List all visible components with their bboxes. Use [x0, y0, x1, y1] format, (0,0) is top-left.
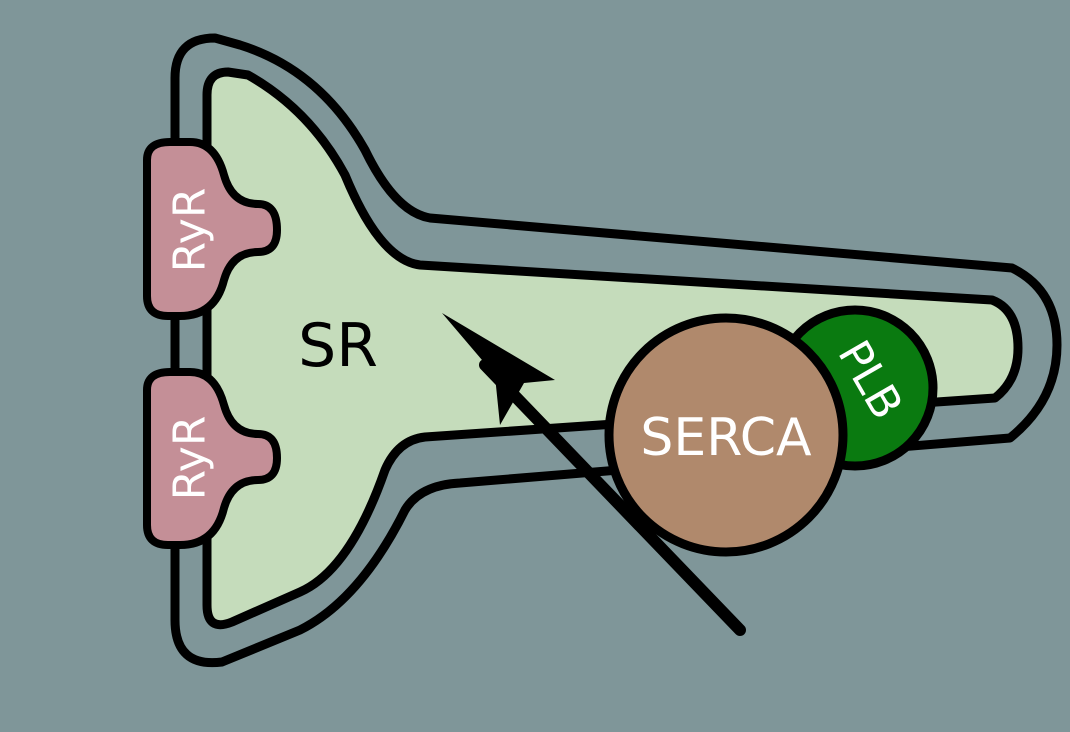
sr-lumen — [202, 67, 1023, 630]
ryr-shape-top — [143, 138, 281, 320]
serca-pump: SERCA — [604, 313, 848, 557]
serca-circle — [604, 313, 848, 557]
ryr-channel-bottom: RyR — [143, 368, 281, 549]
arrow-head — [442, 313, 555, 425]
sr-label: SR — [298, 311, 378, 381]
serca-label: SERCA — [640, 408, 812, 468]
ryr-shape-bottom — [143, 368, 281, 549]
calcium-uptake-arrow — [442, 313, 746, 636]
arrow-shaft — [479, 359, 746, 636]
ryr-label-bottom: RyR — [165, 416, 216, 501]
ryr-channel-top: RyR — [143, 138, 281, 320]
ryr-label-top: RyR — [165, 188, 216, 273]
